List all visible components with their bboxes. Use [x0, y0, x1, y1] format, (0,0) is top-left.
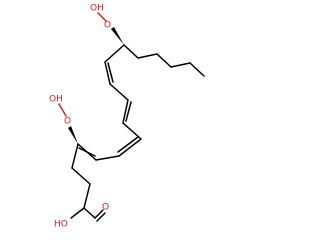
- bond-c1-o-double-second: [96, 212, 106, 222]
- bond-c17-c18: [156, 53, 172, 68]
- bond-c1-o-double: [94, 209, 104, 219]
- bond-c15-c16: [123, 44, 139, 59]
- molecule-structure: O OH O OH: [49, 4, 205, 230]
- bond-c13-c14: [104, 61, 111, 85]
- bond-c1-oh: [70, 207, 85, 219]
- atom-o-lower: O: [64, 117, 71, 127]
- atom-oh-lower: OH: [49, 95, 63, 105]
- double-bond-c13-c14: [104, 44, 125, 85]
- wedge-c15-o: [111, 27, 124, 45]
- bond-c3-c4: [71, 167, 91, 185]
- upper-alkyl-chain: [123, 44, 205, 77]
- double-bond-c8-c9: [117, 122, 142, 157]
- carboxylic-acid: O HO: [54, 203, 109, 230]
- bond-c13-c14-second: [107, 62, 114, 83]
- bond-c9-c10: [118, 138, 142, 157]
- atom-oh-upper: OH: [90, 4, 104, 14]
- bond-c9-c10-second: [117, 136, 139, 153]
- bond-c14-c15: [104, 44, 125, 63]
- bond-c7-c8-second: [78, 147, 96, 157]
- atom-o-carbonyl: O: [102, 203, 109, 213]
- bond-c1-c2: [83, 207, 96, 219]
- lower-alkyl-chain: [71, 143, 91, 209]
- bond-c12-c13: [109, 83, 129, 101]
- lower-hydroperoxide: O OH: [49, 95, 78, 144]
- bond-c16-c17: [137, 53, 158, 59]
- wedge-c5-o: [68, 126, 78, 144]
- upper-hydroperoxide: O OH: [90, 4, 124, 45]
- bond-c11-c12: [122, 99, 129, 124]
- bond-c4-c5: [71, 143, 79, 169]
- bond-o-o-upper: [97, 12, 107, 22]
- double-bond-c6-c7: [77, 143, 120, 161]
- atom-ho-acid: HO: [54, 220, 68, 230]
- bond-c19-c20: [189, 62, 205, 77]
- bond-c2-c3: [83, 183, 91, 209]
- double-bond-c11-c12: [109, 83, 132, 124]
- atom-o-upper: O: [104, 21, 111, 31]
- bond-o-o-lower: [58, 103, 67, 117]
- bond-c8-c9: [95, 155, 120, 161]
- bond-c11-c12-second: [125, 101, 132, 122]
- bond-c18-c19: [170, 62, 191, 68]
